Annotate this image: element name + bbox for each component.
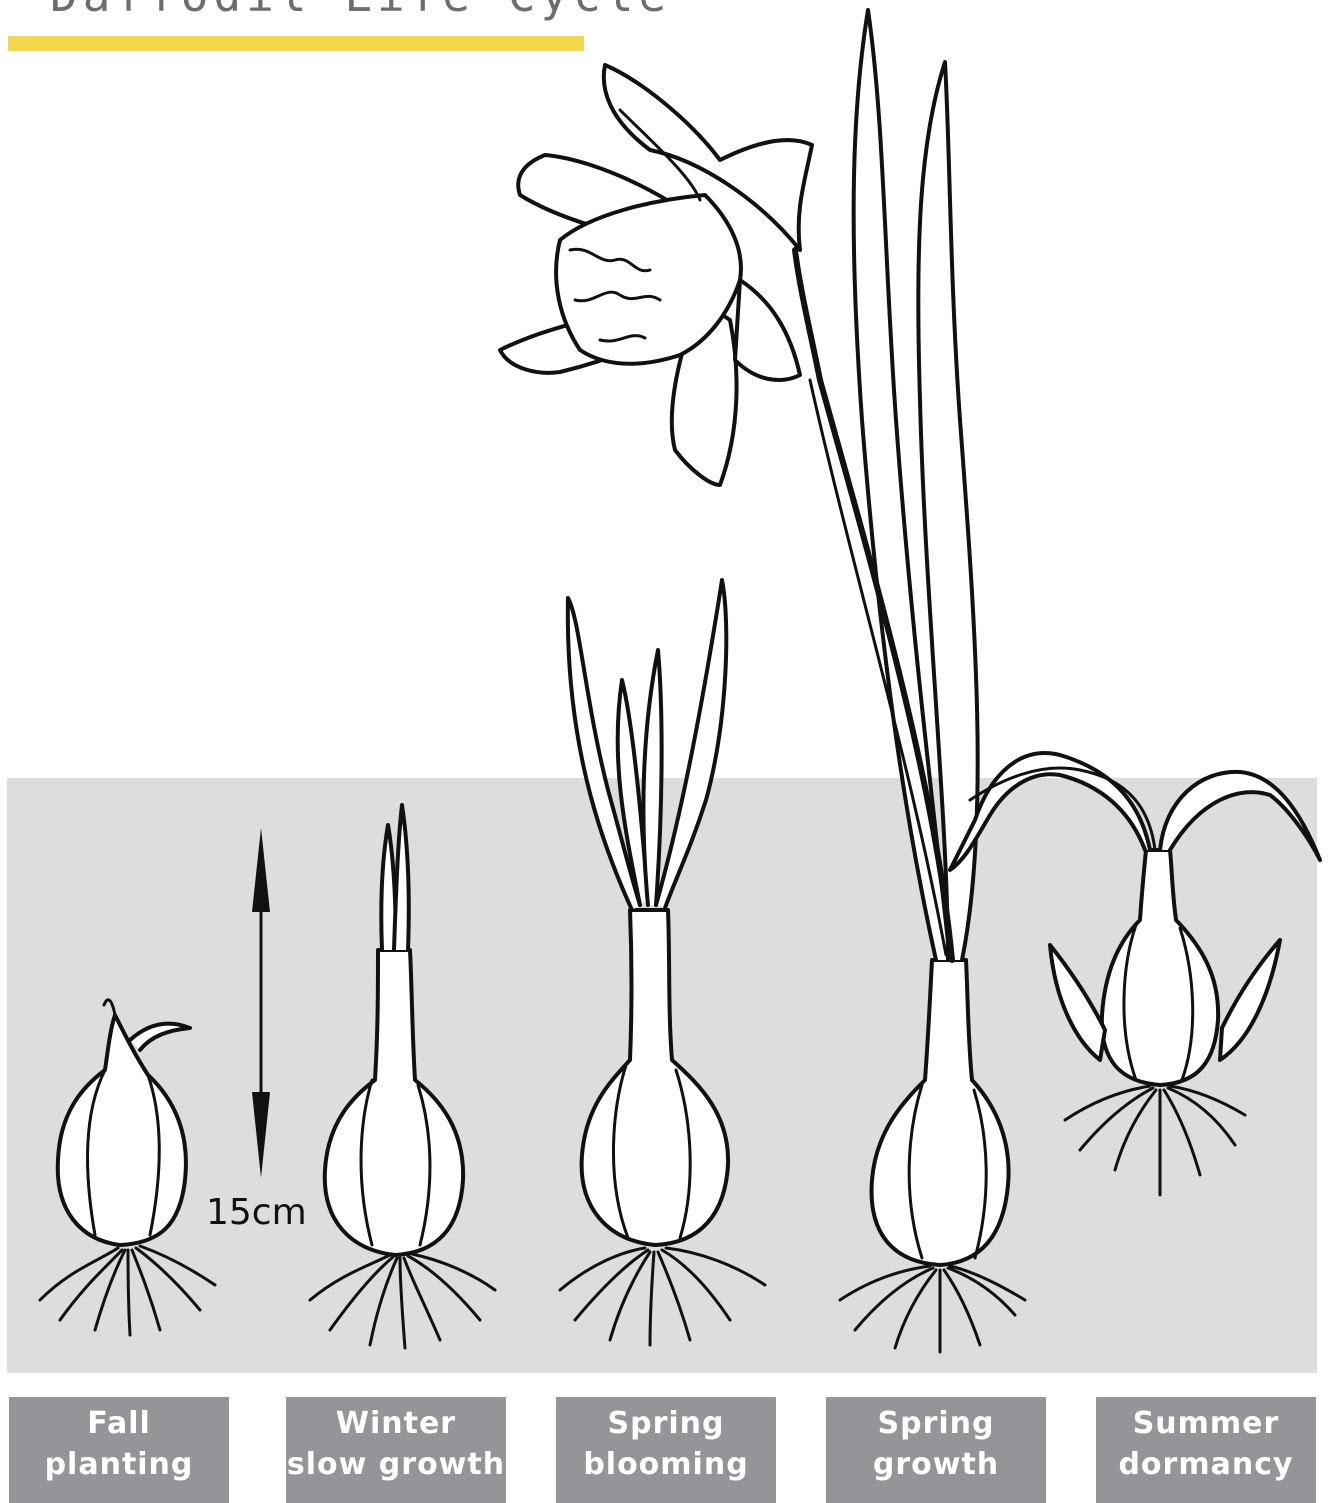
stage-label-line1: Spring xyxy=(826,1403,1046,1444)
stage-label-line1: Summer xyxy=(1096,1403,1316,1444)
stage-label-line2: slow growth xyxy=(286,1444,506,1485)
depth-measurement-label: 15cm xyxy=(206,1192,307,1233)
stage-label-line1: Winter xyxy=(286,1403,506,1444)
bulb-fall-planting xyxy=(40,1000,215,1335)
stage-label-line2: dormancy xyxy=(1096,1444,1316,1485)
stage-label-spring-blooming: Spring blooming xyxy=(556,1397,776,1503)
stage-label-summer-dormancy: Summer dormancy xyxy=(1096,1397,1316,1503)
stage-label-fall-planting: Fall planting xyxy=(9,1397,229,1503)
bulb-summer-dormancy xyxy=(950,753,1320,1195)
stage-label-spring-growth: Spring growth xyxy=(826,1397,1046,1503)
stage-label-line2: growth xyxy=(826,1444,1046,1485)
bulb-winter-slow-growth xyxy=(310,805,495,1348)
stage-label-winter-slow-growth: Winter slow growth xyxy=(286,1397,506,1503)
stage-label-line2: planting xyxy=(9,1444,229,1485)
stage-label-line1: Spring xyxy=(556,1403,776,1444)
stage-label-line2: blooming xyxy=(556,1444,776,1485)
stage-label-line1: Fall xyxy=(9,1403,229,1444)
depth-measurement-arrow xyxy=(252,828,270,1178)
bulb-spring-blooming xyxy=(560,580,765,1345)
